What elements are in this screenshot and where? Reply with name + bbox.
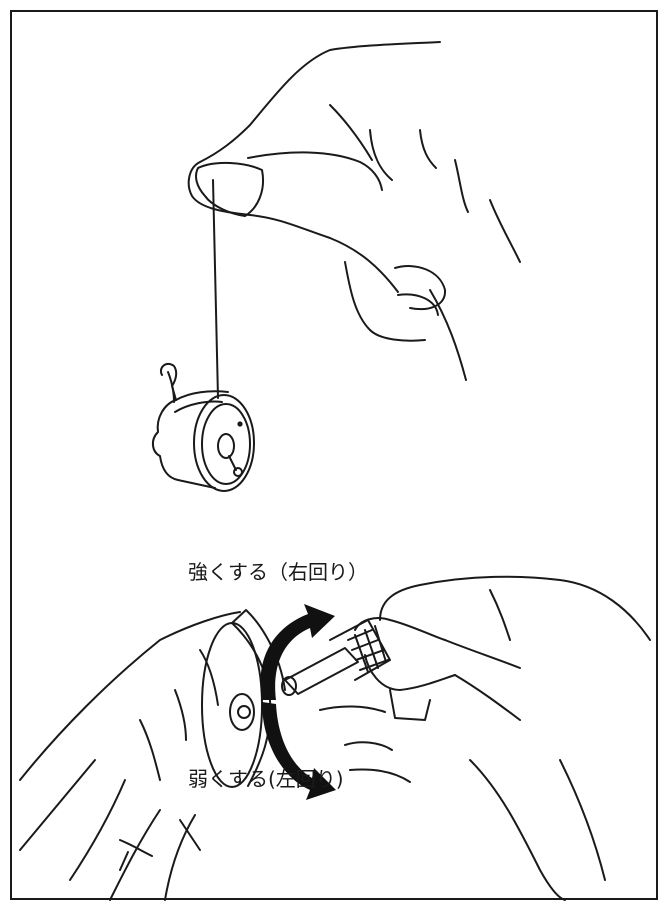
thread-line [212,179,219,399]
right-hand-screwdriver-icon [281,575,651,901]
bobbin-case-icon [152,362,255,492]
arrow-counterclockwise-icon [262,702,336,800]
arrow-clockwise-icon [260,604,335,700]
tighten-label: 強くする（右回り） [188,560,368,584]
hand-holding-thread-icon [187,41,521,381]
loosen-label: 弱くする(左回り) [188,767,344,791]
illustration-frame [10,10,658,900]
left-hand-holding-case-icon [19,609,286,901]
rotation-arrows [260,604,336,800]
